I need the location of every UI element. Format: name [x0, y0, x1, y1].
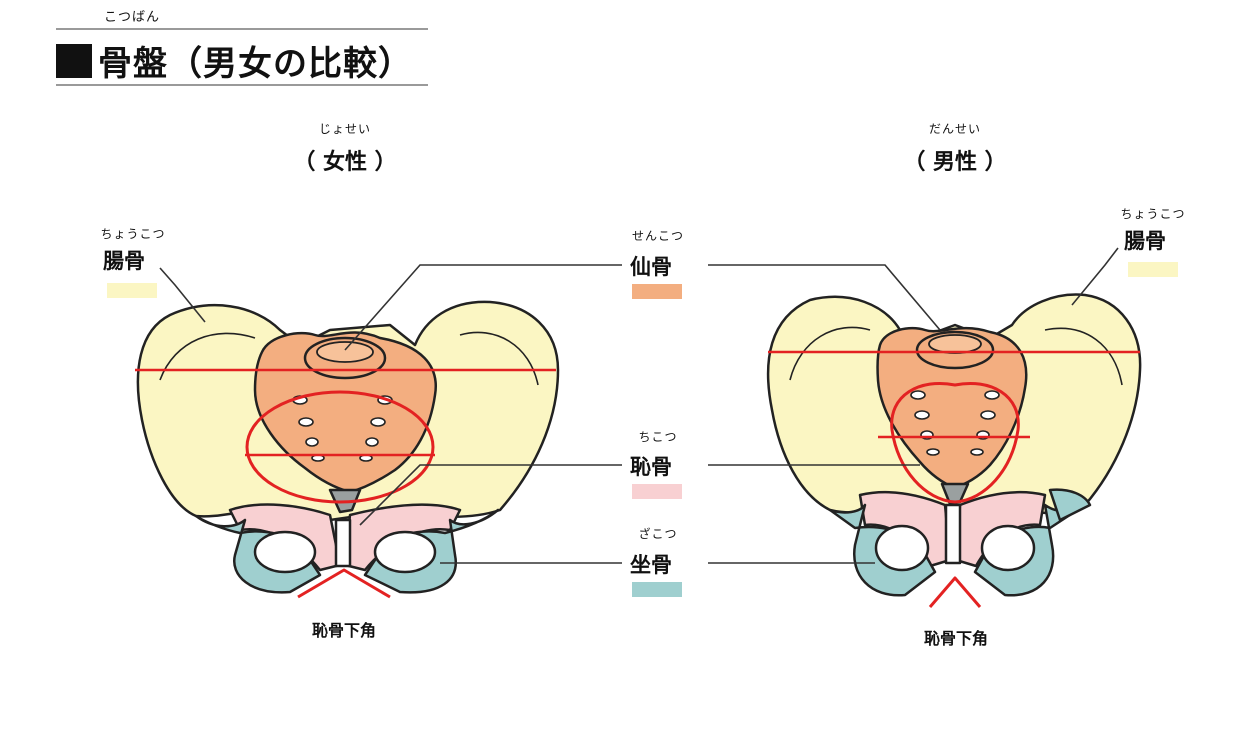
pubis-ruby: ちこつ	[638, 430, 678, 444]
title-ruby: こつばん	[104, 10, 161, 25]
female-pubis-pointer	[359, 464, 622, 526]
pointer-lines	[159, 247, 1119, 564]
female-ilium-contour	[159, 332, 256, 381]
male-subpubic-angle-label: 恥骨下角	[923, 629, 988, 648]
male-sacrum-pointer	[708, 264, 941, 331]
female-sacral-promontory-top	[316, 341, 374, 363]
female-pelvic-inlet	[245, 390, 435, 504]
female-obturator-right	[373, 530, 437, 574]
page-title: 骨盤（男女の比較）	[98, 44, 413, 84]
male-sacral-promontory-top	[928, 334, 982, 354]
female-sacrum-pointer	[344, 264, 622, 351]
female-obturator-left	[253, 530, 317, 574]
ischium-label: 坐骨	[630, 553, 672, 577]
pubis-label: 恥骨	[630, 455, 672, 479]
title-rule-top	[56, 28, 428, 30]
ischium-ruby: ざこつ	[638, 527, 678, 541]
title-rule-bottom	[56, 84, 428, 86]
female-subpubic-angle-label: 恥骨下角	[311, 621, 376, 640]
female-ilium-contour	[459, 331, 539, 386]
male-subpubic-angle	[928, 576, 982, 608]
male-pelvic-inlet	[890, 382, 1020, 504]
title-square-icon	[56, 44, 92, 78]
sacrum-label: 仙骨	[630, 255, 672, 279]
male-ilium-contour	[1044, 327, 1123, 386]
sacrum-ruby: せんこつ	[631, 229, 684, 243]
ischium-swatch	[632, 582, 682, 597]
sacrum-swatch	[632, 284, 682, 299]
male-ilium-pointer	[1071, 247, 1119, 306]
male-ruby: だんせい	[928, 122, 981, 136]
ilium-label-left: 腸骨	[103, 249, 145, 273]
ilium-ruby-right: ちょうこつ	[1120, 207, 1186, 221]
ilium-swatch-right	[1128, 262, 1178, 277]
female-pelvis	[135, 300, 560, 599]
female-subpubic-angle	[297, 568, 391, 599]
female-heading: （ 女性 ）	[293, 150, 397, 175]
male-obturator-left	[874, 524, 930, 572]
pubis-swatch	[632, 484, 682, 499]
female-sacrum	[253, 331, 438, 494]
female-symphysis	[334, 518, 352, 568]
male-heading: （ 男性 ）	[903, 150, 1007, 175]
male-symphysis	[944, 503, 962, 565]
ilium-swatch-left	[107, 283, 157, 298]
male-sacrum	[876, 326, 1028, 490]
male-ischium	[1048, 488, 1092, 522]
male-ilium-contour	[789, 326, 871, 381]
male-pelvis	[766, 293, 1142, 608]
ilium-label-right: 腸骨	[1124, 229, 1166, 253]
male-obturator-right	[980, 524, 1036, 572]
female-ruby: じょせい	[318, 122, 371, 136]
ilium-ruby-left: ちょうこつ	[100, 227, 166, 241]
female-ilium-pointer	[159, 267, 206, 323]
